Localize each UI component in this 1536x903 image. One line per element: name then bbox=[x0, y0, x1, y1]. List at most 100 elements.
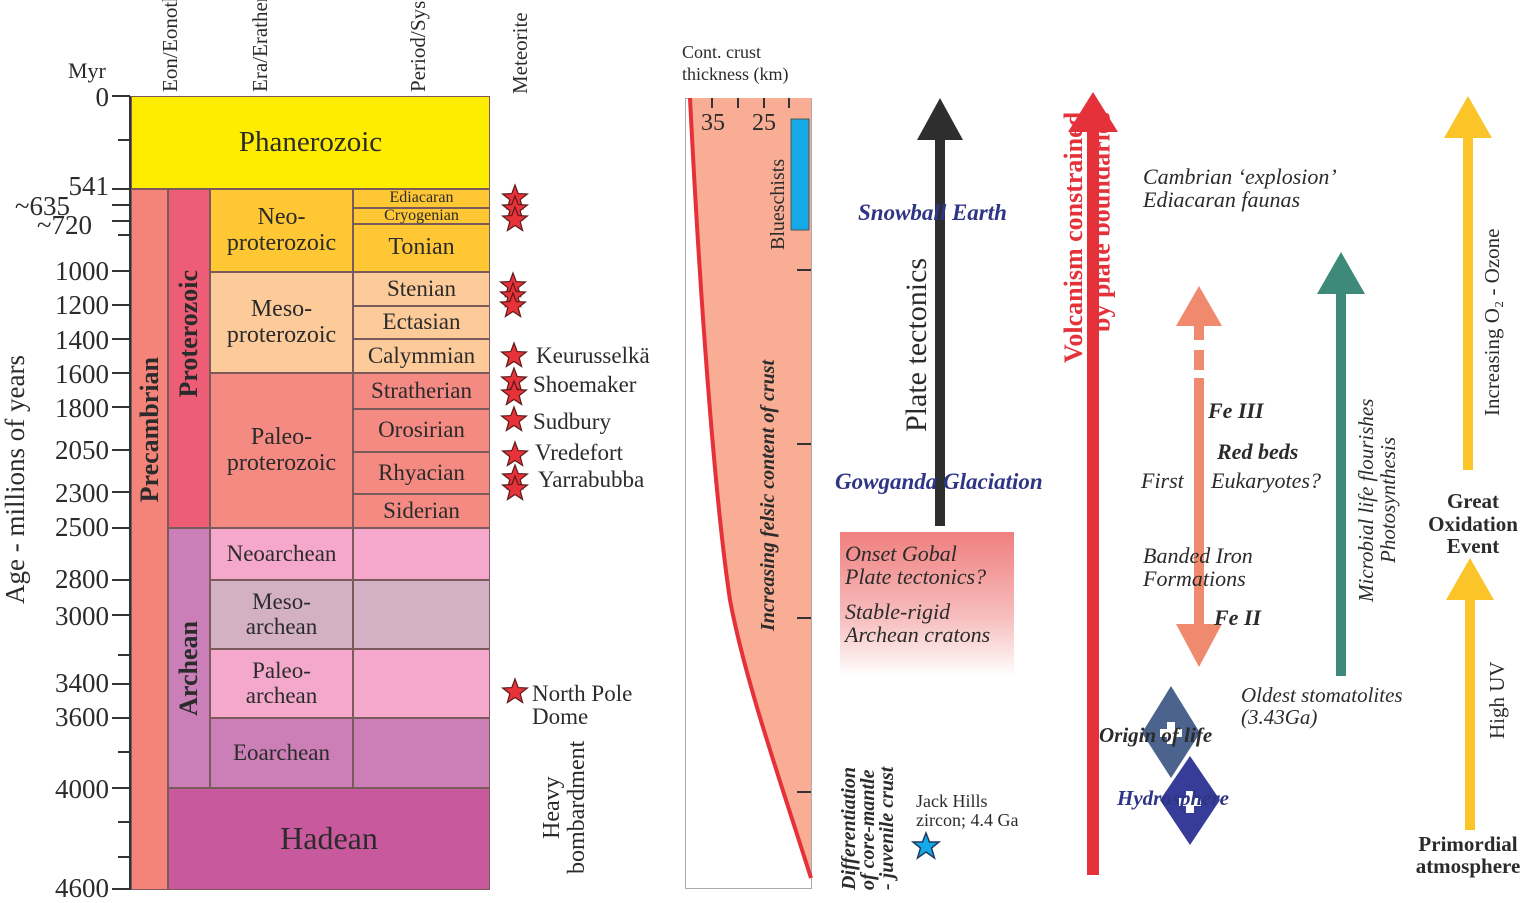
axis-tick bbox=[112, 614, 130, 616]
period-label: Ectasian bbox=[382, 309, 461, 335]
uv-shaft bbox=[1465, 598, 1475, 830]
era-mesoarchean: Meso- archean bbox=[210, 580, 353, 649]
crust-header-line1: Cont. crust bbox=[682, 42, 761, 62]
period-siderian: Siderian bbox=[353, 494, 490, 528]
meteorite-star-icon bbox=[500, 440, 530, 467]
crust-top-ticks bbox=[711, 98, 811, 793]
volcanism-arrowhead-icon bbox=[1068, 92, 1118, 132]
axis-tick bbox=[112, 717, 130, 719]
meteorite-star-icon bbox=[500, 205, 530, 232]
axis-minor-tick bbox=[118, 139, 130, 141]
bif-line1: Banded Iron bbox=[1143, 543, 1253, 568]
volcanism-line1: Volcanism constrained bbox=[1059, 112, 1088, 364]
era-label: Meso- archean bbox=[245, 589, 318, 639]
axis-tick-label: 0 bbox=[95, 82, 110, 112]
era-eoarchean: Eoarchean bbox=[210, 718, 353, 788]
meteorite-label-shoemaker: Shoemaker bbox=[533, 372, 637, 397]
period-ectasian: Ectasian bbox=[353, 306, 490, 339]
axis-tick bbox=[112, 338, 130, 340]
cambrian-line2: Ediacaran faunas bbox=[1143, 187, 1301, 213]
fe-shaft-main bbox=[1194, 378, 1204, 626]
meteorite-star-icon bbox=[500, 677, 530, 704]
period-label: Ediacaran bbox=[389, 189, 454, 207]
stable-cratons-label: Stable-rigid Archean cratons bbox=[845, 600, 990, 646]
myr-header: Myr bbox=[68, 58, 106, 83]
volcanism-line2: by plate boundaries bbox=[1086, 112, 1116, 332]
blueschist-bar bbox=[790, 118, 810, 231]
meteorite-star-icon bbox=[500, 474, 530, 501]
volcanism-shaft bbox=[1087, 128, 1099, 875]
origin-plus-h bbox=[1160, 729, 1182, 737]
axis-tick-label: 3000 bbox=[55, 601, 109, 631]
axis-tick-label: 541 bbox=[68, 171, 110, 201]
crust-thickness-line bbox=[688, 97, 813, 879]
strom-line2: (3.43Ga) bbox=[1241, 705, 1318, 730]
high-uv-label: High UV bbox=[1485, 661, 1509, 739]
axis-tick bbox=[112, 204, 130, 206]
period-label: Stratherian bbox=[371, 377, 472, 403]
cambrian-label: Cambrian ‘explosion’ Ediacaran faunas bbox=[1143, 165, 1337, 211]
axis-tick bbox=[112, 406, 130, 408]
meteorite-label-sudbury: Sudbury bbox=[533, 409, 611, 434]
period-label: Calymmian bbox=[367, 342, 476, 368]
fe3-arrowhead-icon bbox=[1176, 286, 1222, 326]
stable-line2: Archean cratons bbox=[845, 622, 991, 648]
fe-shaft-upper bbox=[1194, 326, 1204, 340]
plate-tectonics-label: Plate tectonics bbox=[900, 257, 933, 433]
meteorite-label-yarrabubba: Yarrabubba bbox=[538, 467, 645, 492]
meteorite-star-icon bbox=[498, 291, 528, 318]
axis-tick bbox=[112, 527, 130, 529]
axis-tick-label: 4000 bbox=[55, 774, 109, 804]
axis-minor-tick bbox=[118, 751, 130, 753]
axis-tick bbox=[112, 787, 130, 789]
era-paleoproterozoic: Paleo- proterozoic bbox=[210, 373, 353, 528]
axis-tick-label: 1000 bbox=[55, 256, 109, 286]
cambrian-line1: Cambrian ‘explosion’ bbox=[1143, 164, 1337, 189]
phanerozoic-label: Phanerozoic bbox=[238, 126, 383, 159]
hydrosphere-label: Hydrosphere bbox=[1117, 786, 1229, 810]
axis-tick-label: ~635 bbox=[14, 191, 70, 221]
axis-tick-label: ~720 bbox=[36, 210, 92, 240]
proterozoic-block: Proterozoic bbox=[168, 189, 210, 528]
period-label: Orosirian bbox=[378, 417, 465, 443]
period-eoarchean-blank bbox=[353, 718, 490, 788]
meteorite-label-keurusselka: Keurusselkä bbox=[536, 343, 650, 368]
microbial-line2: Photosynthesis bbox=[1376, 437, 1401, 563]
axis-tick-label: 2300 bbox=[55, 478, 109, 508]
axis-tick-label: 1800 bbox=[55, 393, 109, 423]
period-label: Tonian bbox=[388, 234, 455, 261]
fe2-arrowhead-icon bbox=[1176, 624, 1222, 667]
jack-hills-star-icon bbox=[910, 830, 942, 860]
goe-label: Great Oxidation Event bbox=[1418, 490, 1528, 558]
jack-line2: zircon; 4.4 Ga bbox=[916, 809, 1019, 830]
microbial-line1: Microbial life flourishes bbox=[1354, 398, 1378, 602]
stable-line1: Stable-rigid bbox=[845, 599, 951, 624]
era-neoarchean: Neoarchean bbox=[210, 528, 353, 580]
axis-tick-label: 3400 bbox=[55, 668, 109, 698]
jack-hills-label: Jack Hills zircon; 4.4 Ga bbox=[916, 792, 1018, 830]
period-paleoarchean-blank bbox=[353, 649, 490, 718]
axis-line bbox=[129, 96, 131, 890]
period-orosirian: Orosirian bbox=[353, 409, 490, 452]
period-mesoarchean-blank bbox=[353, 580, 490, 649]
meteorite-star-icon bbox=[499, 341, 529, 368]
era-mesoproterozoic: Meso- proterozoic bbox=[210, 272, 353, 373]
crust-header-line2: thickness (km) bbox=[682, 63, 789, 84]
era-label: Eoarchean bbox=[232, 739, 331, 765]
era-label: Meso- proterozoic bbox=[226, 296, 337, 348]
period-neoarchean-blank bbox=[353, 528, 490, 580]
era-label: Paleo- archean bbox=[245, 658, 318, 708]
fe-shaft-dash bbox=[1194, 350, 1204, 370]
axis-minor-tick bbox=[118, 821, 130, 823]
onset-label: Onset Gobal Plate tectonics? bbox=[845, 542, 986, 588]
crust-header: Cont. crust thickness (km) bbox=[682, 42, 788, 85]
jack-line1: Jack Hills bbox=[916, 791, 988, 811]
stromatolites-label: Oldest stomatolites (3.43Ga) bbox=[1241, 684, 1403, 728]
plate-tectonics-shaft bbox=[935, 138, 945, 526]
period-ediacaran: Ediacaran bbox=[353, 189, 490, 208]
onset-line1: Onset Gobal bbox=[845, 541, 957, 566]
period-label: Rhyacian bbox=[378, 459, 465, 485]
